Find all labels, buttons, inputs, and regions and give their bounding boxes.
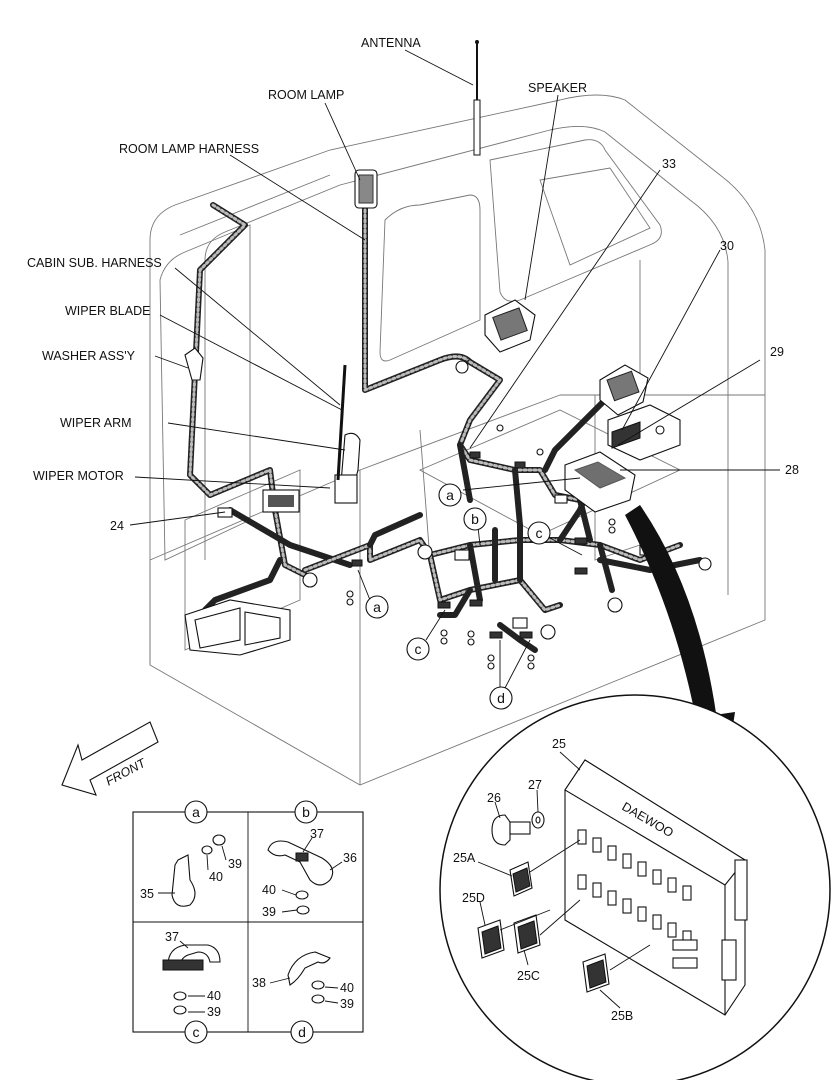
panel-c-part-39: 39 bbox=[207, 1005, 221, 1019]
panel-c-part-40: 40 bbox=[207, 989, 221, 1003]
part-24: 24 bbox=[110, 519, 124, 533]
part-29: 29 bbox=[770, 345, 784, 359]
speaker-harness bbox=[457, 359, 608, 543]
speaker-right bbox=[599, 364, 649, 416]
part-25B: 25B bbox=[611, 1009, 633, 1023]
clamps bbox=[351, 451, 588, 639]
label-wiper-motor: WIPER MOTOR bbox=[33, 469, 124, 483]
label-washer-assy: WASHER ASS'Y bbox=[42, 349, 136, 363]
part-25: 25 bbox=[552, 737, 566, 751]
part-25D: 25D bbox=[462, 891, 485, 905]
marker-a-2: a bbox=[373, 599, 381, 615]
cabin-outline bbox=[149, 94, 766, 786]
marker-a-1: a bbox=[446, 487, 454, 503]
wiper-blade bbox=[336, 364, 347, 481]
speaker-left bbox=[484, 299, 536, 353]
part-25A: 25A bbox=[453, 851, 476, 865]
marker-c-2: c bbox=[415, 641, 422, 657]
panel-b-part-37: 37 bbox=[310, 827, 324, 841]
grommets bbox=[302, 424, 616, 670]
panel-d-part-40: 40 bbox=[340, 981, 354, 995]
panel-b-letter: b bbox=[302, 804, 310, 820]
marker-d-1: d bbox=[497, 690, 505, 706]
cabin-sub-harness bbox=[187, 202, 353, 613]
panel-d-part-38: 38 bbox=[252, 976, 266, 990]
marker-c-1: c bbox=[536, 525, 543, 541]
washer-assy bbox=[184, 347, 204, 381]
part-30: 30 bbox=[720, 239, 734, 253]
panel-b-part-39: 39 bbox=[262, 905, 276, 919]
fuse-25C bbox=[513, 914, 541, 954]
panel-b-part-40: 40 bbox=[262, 883, 276, 897]
part-33: 33 bbox=[662, 157, 676, 171]
detail-panel-c: c 37 40 39 bbox=[162, 930, 221, 1044]
screw-26 bbox=[491, 814, 531, 846]
fuse-25A bbox=[509, 861, 533, 897]
panel-a-part-40: 40 bbox=[209, 870, 223, 884]
panel-c-part-37: 37 bbox=[165, 930, 179, 944]
callout-labels: ANTENNA ROOM LAMP SPEAKER ROOM LAMP HARN… bbox=[27, 36, 799, 533]
fuse-box-detail: DAEWOO bbox=[439, 694, 831, 1080]
detail-markers-main: a b c a c d bbox=[365, 483, 551, 710]
detail-panel-b: b 37 36 40 39 bbox=[262, 800, 357, 919]
marker-b-1: b bbox=[471, 511, 479, 527]
wiper-arm bbox=[334, 432, 361, 504]
detail-panel-a: a 35 40 39 bbox=[140, 800, 242, 907]
panel-d-letter: d bbox=[298, 1024, 306, 1040]
washer-tank bbox=[184, 599, 291, 656]
fuse-slots bbox=[577, 829, 698, 969]
antenna bbox=[473, 40, 481, 156]
washer-27 bbox=[531, 811, 545, 829]
part-27: 27 bbox=[528, 778, 542, 792]
leader-lines bbox=[129, 49, 780, 689]
label-antenna: ANTENNA bbox=[361, 36, 421, 50]
label-wiper-blade: WIPER BLADE bbox=[65, 304, 150, 318]
label-room-lamp-harness: ROOM LAMP HARNESS bbox=[119, 142, 259, 156]
wiper-motor bbox=[262, 489, 300, 513]
fuse-box-mounted bbox=[564, 451, 636, 513]
panel-c-letter: c bbox=[193, 1024, 200, 1040]
fuse-25D bbox=[477, 919, 505, 959]
panel-a-part-39: 39 bbox=[228, 857, 242, 871]
label-wiper-arm: WIPER ARM bbox=[60, 416, 132, 430]
panel-b-part-36: 36 bbox=[343, 851, 357, 865]
detail-panels: a 35 40 39 b 37 36 40 39 bbox=[132, 800, 364, 1044]
part-28: 28 bbox=[785, 463, 799, 477]
label-cabin-sub-harness: CABIN SUB. HARNESS bbox=[27, 256, 162, 270]
panel-a-letter: a bbox=[192, 804, 200, 820]
panel-d-part-39: 39 bbox=[340, 997, 354, 1011]
label-room-lamp: ROOM LAMP bbox=[268, 88, 344, 102]
detail-panel-d: d 38 40 39 bbox=[252, 951, 354, 1044]
label-speaker: SPEAKER bbox=[528, 81, 587, 95]
front-arrow: FRONT bbox=[61, 721, 159, 796]
part-25C: 25C bbox=[517, 969, 540, 983]
room-lamp bbox=[354, 169, 378, 209]
part-26: 26 bbox=[487, 791, 501, 805]
main-floor-harness bbox=[302, 482, 703, 653]
panel-a-part-35: 35 bbox=[140, 887, 154, 901]
fuse-25B bbox=[582, 953, 610, 993]
room-lamp-harness bbox=[362, 202, 473, 393]
